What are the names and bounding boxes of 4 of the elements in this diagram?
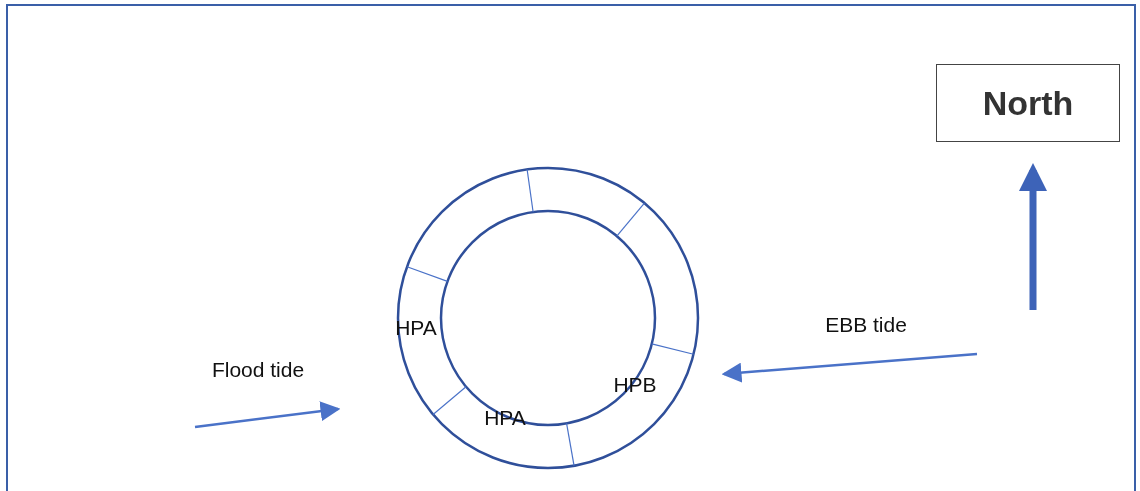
tide-label: Flood tide — [211, 358, 305, 382]
direction-label: North — [982, 83, 1074, 123]
label-box — [936, 64, 1120, 142]
tide-label: EBB tide — [825, 313, 907, 337]
